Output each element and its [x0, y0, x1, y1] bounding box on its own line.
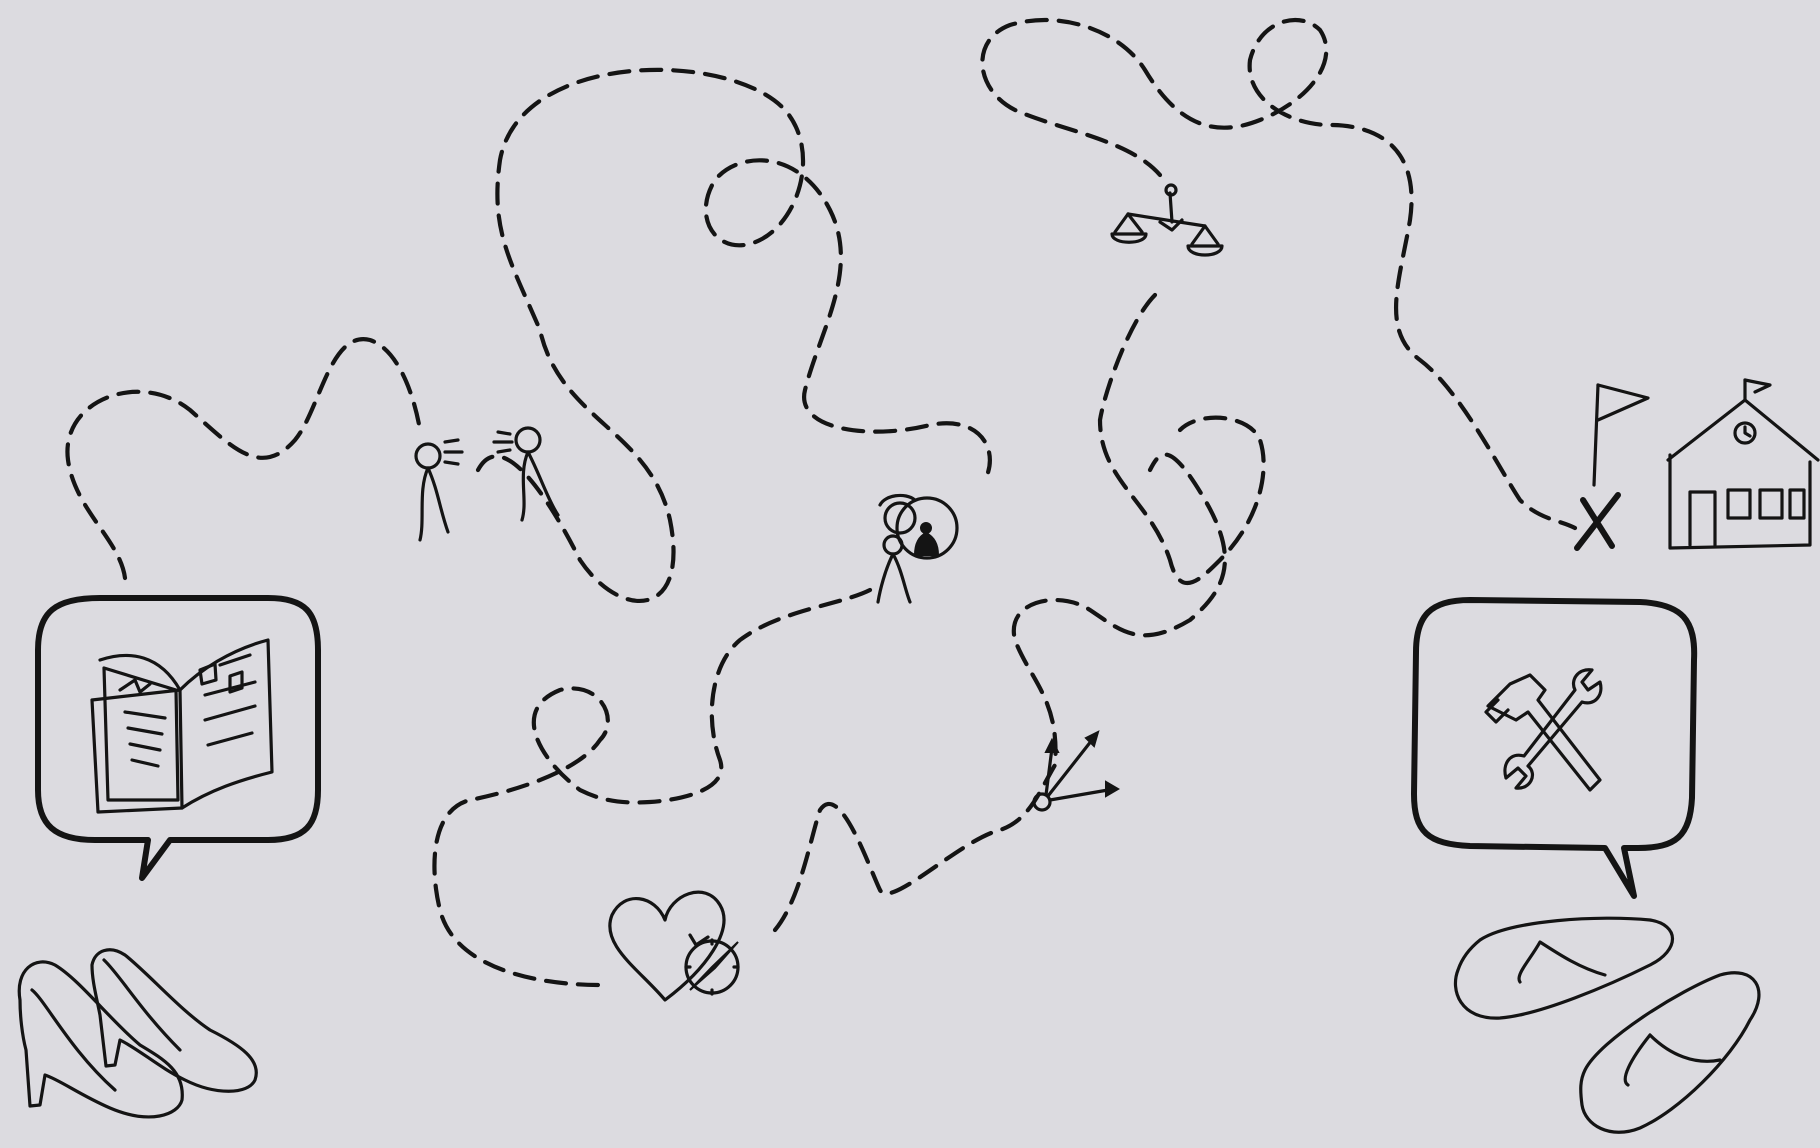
- high-heels-icon: [19, 950, 256, 1117]
- scales-of-justice-icon: [1112, 185, 1222, 255]
- dashed-journey-path: [67, 20, 1575, 985]
- heart-compass-icon: [610, 892, 738, 1000]
- x-mark-icon: [1577, 495, 1618, 548]
- flip-flops-icon: [1455, 918, 1759, 1132]
- flag-icon: [1594, 385, 1648, 485]
- branching-arrows-icon: [1034, 732, 1118, 810]
- school-building-icon: [1668, 380, 1818, 548]
- tools-icon: [1486, 670, 1601, 790]
- book-icon: [92, 640, 272, 812]
- speech-bubble-right: [1414, 600, 1694, 896]
- two-people-talking-icon: [416, 428, 558, 540]
- person-at-mirror-icon: [878, 495, 957, 602]
